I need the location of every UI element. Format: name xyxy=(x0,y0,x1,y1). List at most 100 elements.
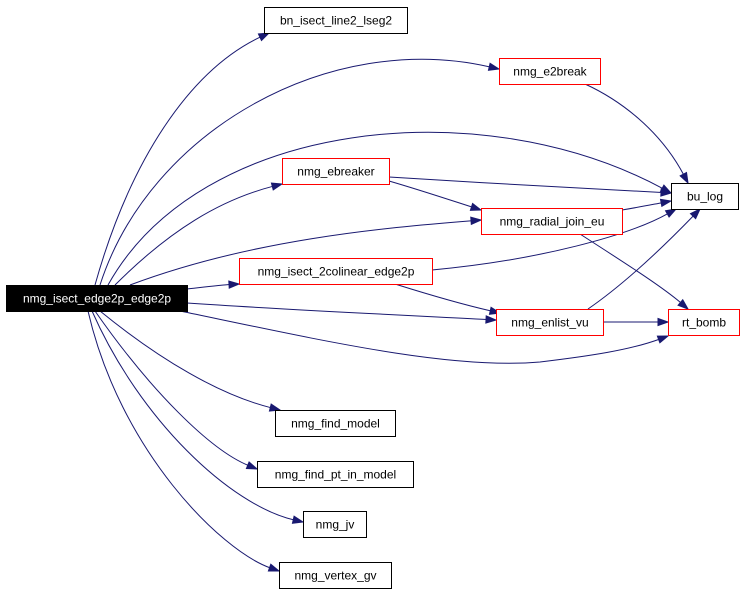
arrowhead-icon xyxy=(660,188,673,197)
edge-line xyxy=(94,310,249,467)
node-box xyxy=(668,309,740,336)
node-label: nmg_isect_2colinear_edge2p xyxy=(258,265,415,279)
edge-nmg-ebreaker-to-nmg-radial-join-eu xyxy=(388,180,483,211)
edge-root-to-nmg-find-pt-in-model xyxy=(94,310,259,470)
node-box xyxy=(671,183,739,210)
edge-nmg-isect-2colinear-edge2p-to-bu-log xyxy=(431,208,678,271)
node-label: nmg_jv xyxy=(316,518,355,532)
edge-line xyxy=(91,310,295,521)
arrowhead-icon xyxy=(470,216,483,226)
arrowhead-icon xyxy=(257,32,271,42)
edge-line xyxy=(99,310,272,409)
edge-nmg-ebreaker-to-bu-log xyxy=(388,176,673,197)
edge-line xyxy=(99,58,491,286)
node-label: nmg_radial_join_eu xyxy=(500,215,605,229)
node-box xyxy=(303,511,367,538)
arrowhead-icon xyxy=(245,461,259,470)
node-box xyxy=(279,562,392,589)
arrowhead-icon xyxy=(664,208,678,218)
node-label: rt_bomb xyxy=(682,316,726,330)
edge-root-to-nmg-find-model xyxy=(99,310,282,412)
arrowhead-icon xyxy=(469,202,483,211)
node-nmg-vertex-gv[interactable]: nmg_vertex_gv xyxy=(279,562,392,589)
edge-line xyxy=(186,284,231,290)
node-nmg-radial-join-eu[interactable]: nmg_radial_join_eu xyxy=(481,208,623,235)
node-label: bn_isect_line2_lseg2 xyxy=(280,14,392,28)
node-nmg-isect-2colinear-edge2p[interactable]: nmg_isect_2colinear_edge2p xyxy=(239,258,433,285)
edge-nmg-e2break-to-bu-log xyxy=(584,83,689,185)
node-nmg-ebreaker[interactable]: nmg_ebreaker xyxy=(282,158,390,185)
node-box xyxy=(481,208,623,235)
edge-line xyxy=(114,185,274,286)
edge-root-to-nmg-radial-join-eu xyxy=(129,216,483,286)
node-box xyxy=(282,158,390,185)
arrowhead-icon xyxy=(485,315,498,324)
node-nmg-e2break[interactable]: nmg_e2break xyxy=(499,58,601,85)
arrowhead-icon xyxy=(267,563,281,572)
edge-nmg-radial-join-eu-to-bu-log xyxy=(621,198,673,211)
node-bn-isect-line2-lseg2[interactable]: bn_isect_line2_lseg2 xyxy=(264,7,408,34)
edge-nmg-enlist-vu-to-bu-log xyxy=(587,207,702,310)
arrowhead-icon xyxy=(228,280,241,289)
edge-line xyxy=(431,212,669,271)
node-label: nmg_ebreaker xyxy=(297,165,374,179)
edge-line xyxy=(94,36,262,286)
arrowhead-icon xyxy=(689,207,702,220)
node-box xyxy=(6,285,188,312)
node-label: nmg_enlist_vu xyxy=(511,316,588,330)
edge-nmg-enlist-vu-to-rt-bomb xyxy=(603,317,670,327)
arrowhead-icon xyxy=(268,403,282,412)
node-label: bu_log xyxy=(687,190,723,204)
edge-root-to-nmg-ebreaker xyxy=(114,182,284,286)
arrowhead-icon xyxy=(270,182,284,191)
call-nodes: nmg_isect_edge2p_edge2p bn_isect_line2_ls… xyxy=(6,7,740,589)
arrowhead-icon xyxy=(487,62,501,71)
arrowhead-icon xyxy=(656,335,670,344)
edge-line xyxy=(394,283,492,312)
node-box xyxy=(264,7,408,34)
edge-root-to-nmg-e2break xyxy=(99,58,501,286)
edge-line xyxy=(179,310,660,364)
node-box xyxy=(275,410,396,437)
edge-nmg-radial-join-eu-to-rt-bomb xyxy=(579,233,690,310)
node-box xyxy=(239,258,433,285)
root-node: nmg_isect_edge2p_edge2p xyxy=(6,285,188,312)
edge-line xyxy=(621,202,663,211)
arrowhead-icon xyxy=(659,198,673,208)
edge-root-to-rt-bomb xyxy=(179,310,670,364)
node-nmg-find-model[interactable]: nmg_find_model xyxy=(275,410,396,437)
edge-line xyxy=(129,220,473,286)
arrowhead-icon xyxy=(657,317,670,327)
edge-root-to-nmg-vertex-gv xyxy=(87,310,281,572)
node-box xyxy=(499,58,601,85)
edge-line xyxy=(388,176,663,193)
edge-line xyxy=(579,233,682,304)
node-label: nmg_vertex_gv xyxy=(294,569,376,583)
arrowhead-icon xyxy=(679,171,689,185)
node-nmg-enlist-vu[interactable]: nmg_enlist_vu xyxy=(496,309,604,336)
node-label: nmg_isect_edge2p_edge2p xyxy=(23,292,171,306)
edge-nmg-isect-2colinear-edge2p-to-nmg-enlist-vu xyxy=(394,283,502,315)
node-rt-bomb[interactable]: rt_bomb xyxy=(668,309,740,336)
edge-line xyxy=(388,180,473,208)
node-nmg-find-pt-in-model[interactable]: nmg_find_pt_in_model xyxy=(257,461,414,488)
arrowhead-icon xyxy=(677,298,690,310)
edge-root-to-bn-isect-line2-lseg2 xyxy=(94,32,271,286)
node-box xyxy=(496,309,604,336)
node-bu-log[interactable]: bu_log xyxy=(671,183,739,210)
edge-root-to-nmg-jv xyxy=(91,310,305,524)
edge-line xyxy=(584,83,685,176)
node-label: nmg_e2break xyxy=(513,65,587,79)
node-label: nmg_find_pt_in_model xyxy=(275,468,396,482)
edge-root-to-nmg-isect-2colinear-edge2p xyxy=(186,280,241,290)
node-label: nmg_find_model xyxy=(291,417,380,431)
edge-line xyxy=(87,310,271,569)
edge-root-to-nmg-enlist-vu xyxy=(186,302,498,324)
node-nmg-jv[interactable]: nmg_jv xyxy=(303,511,367,538)
edge-line xyxy=(587,215,695,310)
arrowhead-icon xyxy=(291,515,305,524)
node-box xyxy=(257,461,414,488)
edge-line xyxy=(107,131,664,286)
edge-line xyxy=(186,302,488,320)
